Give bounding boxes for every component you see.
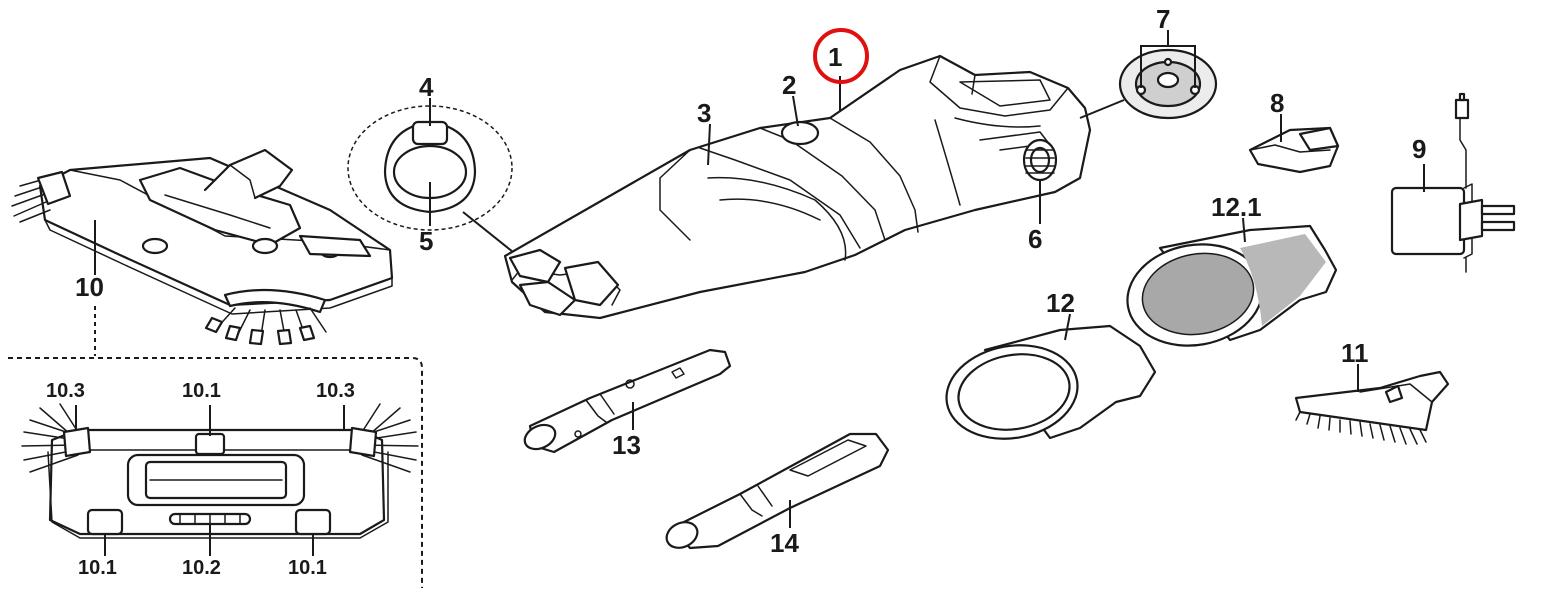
label-part-6: 6	[1028, 224, 1042, 254]
label-part-10: 10	[75, 272, 104, 302]
label-detail-10-3-left: 10.3	[46, 380, 85, 402]
label-part-12-1: 12.1	[1211, 192, 1262, 222]
label-detail-10-1-left: 10.1	[78, 557, 117, 579]
label-part-2: 2	[782, 70, 796, 100]
highlight-circle-part-1	[813, 28, 869, 84]
label-part-4: 4	[419, 72, 434, 102]
filter-bag-part-12-1	[1126, 224, 1338, 347]
label-part-13: 13	[612, 430, 641, 460]
label-part-8: 8	[1270, 88, 1284, 118]
nozzle-detail-view	[21, 403, 419, 539]
floor-nozzle-part-10	[11, 148, 394, 346]
label-detail-10-2: 10.2	[182, 557, 221, 579]
filter-disc-part-7	[1118, 48, 1218, 120]
label-detail-10-1-right: 10.1	[288, 557, 327, 579]
seal-detail-parts-4-5	[347, 105, 513, 231]
extension-tube-part-13	[523, 348, 732, 454]
brush-tool-part-11	[1294, 370, 1450, 445]
label-part-7: 7	[1156, 4, 1170, 34]
label-part-9: 9	[1412, 134, 1426, 164]
label-part-12: 12	[1046, 288, 1075, 318]
label-detail-10-1-top: 10.1	[182, 380, 221, 402]
label-part-3: 3	[697, 98, 711, 128]
label-part-14: 14	[770, 528, 799, 558]
main-vacuum-body-part-1-3	[503, 54, 1092, 320]
label-detail-10-3-right: 10.3	[316, 380, 355, 402]
crevice-tool-part-14	[665, 432, 890, 550]
label-part-5: 5	[419, 226, 433, 256]
filter-bag-part-12	[945, 324, 1157, 440]
cap-part-8	[1248, 126, 1340, 174]
label-part-11: 11	[1341, 338, 1369, 368]
label-part-1: 1	[828, 42, 842, 72]
charger-part-9	[1390, 92, 1516, 273]
